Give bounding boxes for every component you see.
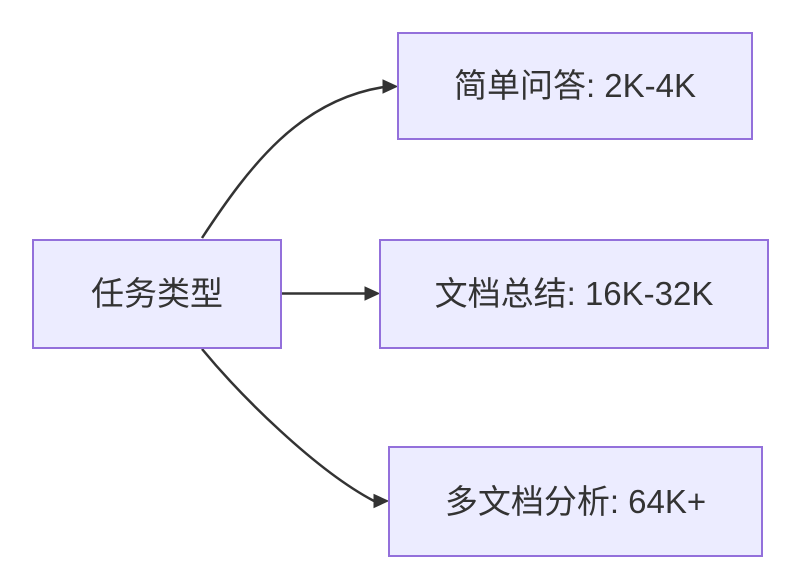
arrowhead-icon — [382, 79, 399, 94]
arrowhead-icon — [364, 286, 381, 301]
edge-line — [201, 348, 375, 503]
node-multi-doc-label: 多文档分析: 64K+ — [444, 482, 707, 520]
node-task-type-label: 任务类型 — [91, 275, 223, 313]
edge-line — [200, 85, 385, 239]
node-doc-summary-label: 文档总结: 16K-32K — [434, 275, 714, 313]
node-simple-qa-label: 简单问答: 2K-4K — [453, 67, 697, 105]
edge-root-to-multi-doc — [201, 348, 390, 509]
node-multi-doc: 多文档分析: 64K+ — [388, 446, 763, 557]
edge-root-to-doc-summary — [282, 286, 381, 301]
edge-root-to-simple-qa — [200, 79, 399, 239]
arrowhead-icon — [373, 493, 390, 509]
node-task-type: 任务类型 — [32, 239, 282, 349]
node-simple-qa: 简单问答: 2K-4K — [397, 32, 753, 140]
node-doc-summary: 文档总结: 16K-32K — [379, 239, 769, 349]
